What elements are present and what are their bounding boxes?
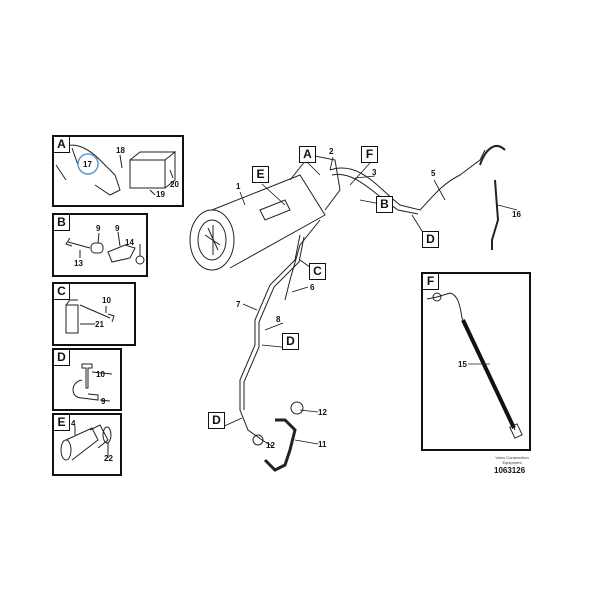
callout-9b: 9 [115,224,120,233]
callout-14: 14 [125,238,134,247]
callout-19: 19 [156,190,165,199]
callout-2: 2 [329,147,334,156]
callout-17: 17 [83,160,92,169]
detail-box-c: C [52,282,136,346]
callout-10c: 10 [102,296,111,305]
detail-tag-e: E [53,414,70,431]
heater-body [189,154,341,271]
detail-box-a: A [52,135,184,207]
callout-9d: 9 [101,397,106,406]
callout-20: 20 [170,180,179,189]
main-tag-a: A [299,146,316,163]
callout-4: 4 [71,419,76,428]
detail-tag-a: A [53,136,70,153]
detail-tag-d: D [53,349,70,366]
leader-lines [219,156,518,447]
main-tag-c: C [309,263,326,280]
main-tag-d2: D [282,333,299,350]
callout-6: 6 [310,283,315,292]
main-tag-e: E [252,166,269,183]
callout-3: 3 [372,168,377,177]
callout-12b: 12 [266,441,275,450]
company-name-line2: Equipment [502,460,522,465]
callout-11: 11 [318,440,327,449]
fuel-lines [239,145,506,472]
callout-7: 7 [236,300,241,309]
main-tag-d3: D [208,412,225,429]
callout-15: 15 [458,360,467,369]
main-tag-b: B [376,196,393,213]
callout-18: 18 [116,146,125,155]
callout-21: 21 [95,320,104,329]
company-name: Volvo Construction [495,455,529,460]
detail-d-sketch [72,363,113,402]
callout-1: 1 [236,182,241,191]
detail-box-b: B [52,213,148,277]
callout-12a: 12 [318,408,327,417]
detail-tag-f: F [422,273,439,290]
detail-f-hose [426,292,523,439]
callout-9a: 9 [96,224,101,233]
detail-b-sketch [65,231,145,265]
detail-box-f: F [421,272,531,451]
callout-5: 5 [431,169,436,178]
callout-22: 22 [104,454,113,463]
detail-e-sketch [60,424,112,461]
callout-8: 8 [276,315,281,324]
detail-box-d: D [52,348,122,411]
callout-16: 16 [512,210,521,219]
callout-10d: 10 [96,370,105,379]
main-tag-f: F [361,146,378,163]
detail-tag-c: C [53,283,70,300]
main-tag-d1: D [422,231,439,248]
detail-box-e: E [52,413,122,476]
callout-13: 13 [74,259,83,268]
highlight-circle [77,153,99,175]
detail-tag-b: B [53,214,70,231]
drawing-number: 1063126 [494,466,526,475]
detail-c-sketch [65,299,115,334]
